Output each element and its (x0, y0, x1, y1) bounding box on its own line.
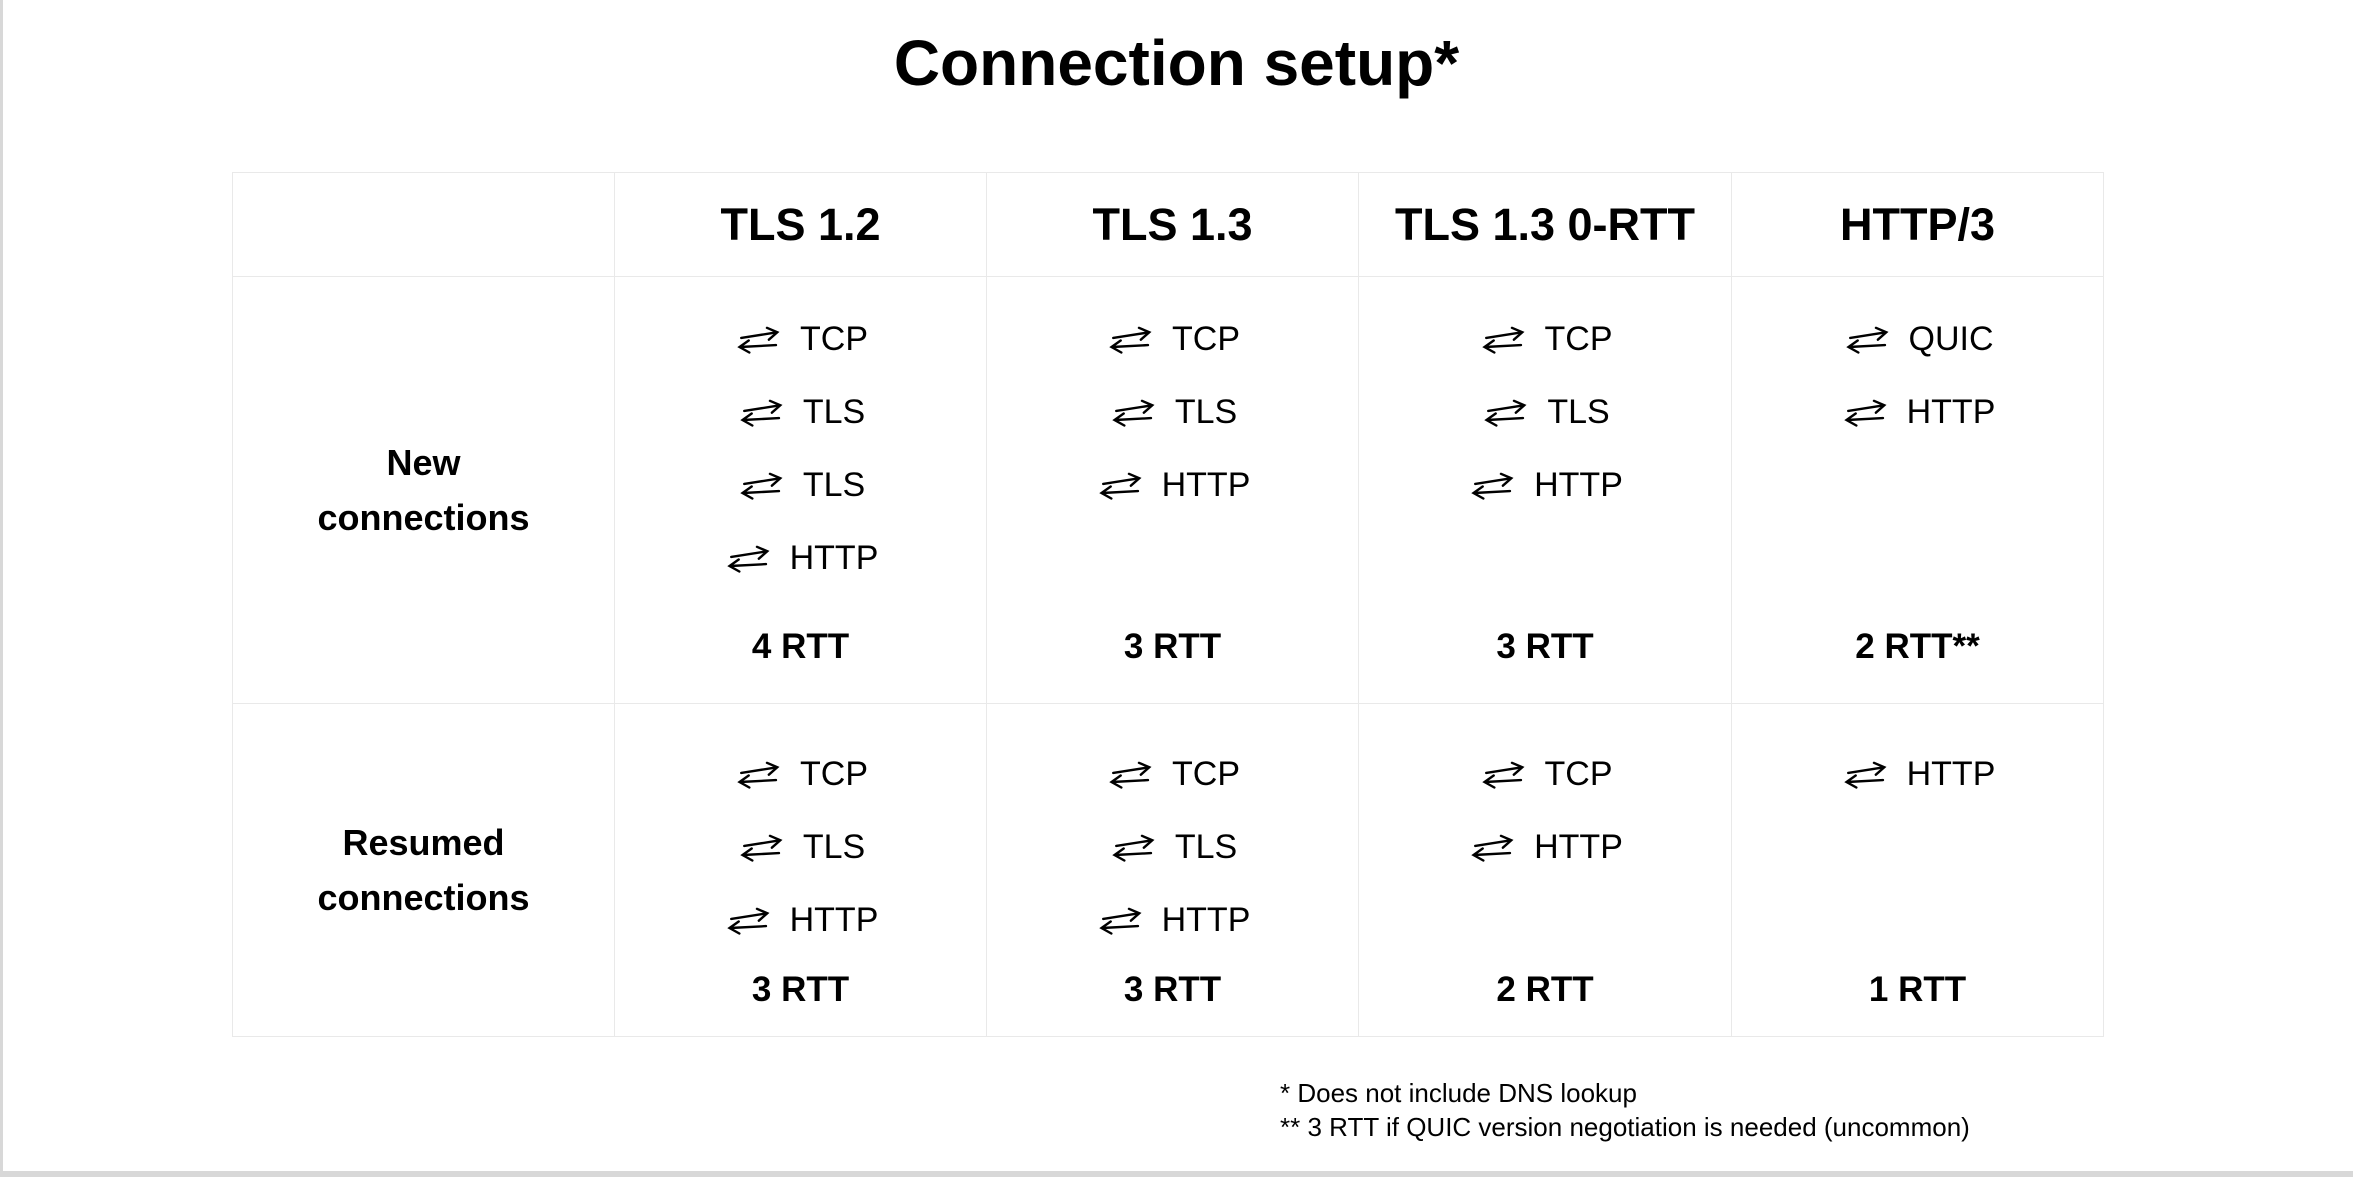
protocol-label: HTTP (1906, 755, 1996, 793)
footnote-dns: * Does not include DNS lookup (1280, 1078, 1637, 1108)
footnotes: * Does not include DNS lookup ** 3 RTT i… (1280, 1076, 1970, 1144)
handshake-step: TLS (1480, 376, 1610, 449)
protocol-label: HTTP (789, 539, 879, 577)
handshake-step: QUIC (1842, 303, 1994, 376)
protocol-label: TCP (1544, 755, 1613, 793)
rtt-total: 3 RTT (1496, 627, 1594, 666)
handshake-step: TLS (736, 449, 865, 522)
column-header-tls13: TLS 1.3 (987, 173, 1359, 277)
left-edge-border (0, 0, 3, 1177)
protocol-label: TLS (1174, 828, 1238, 866)
column-header-http3: HTTP/3 (1732, 173, 2104, 277)
protocol-label: TLS (802, 828, 866, 866)
round-trip-arrows-icon (1842, 326, 1894, 354)
protocol-label: TLS (1174, 393, 1238, 431)
page-title: Connection setup* (893, 27, 1460, 99)
protocol-label: HTTP (1161, 466, 1251, 504)
row-label-text: New connections (317, 442, 530, 538)
round-trip-arrows-icon (1480, 399, 1532, 427)
protocol-label: HTTP (789, 901, 879, 939)
cell-new-http3: QUIC HTTP 2 RTT** (1732, 277, 2104, 704)
handshake-step: HTTP (723, 522, 879, 595)
round-trip-arrows-icon (723, 907, 775, 935)
comparison-table: TLS 1.2 TLS 1.3 TLS 1.3 0-RTT HTTP/3 New… (232, 172, 2104, 1037)
handshake-step: TLS (1108, 811, 1237, 884)
round-trip-arrows-icon (1108, 834, 1160, 862)
handshake-step: HTTP (1467, 811, 1623, 884)
protocol-label: TLS (802, 393, 866, 431)
protocol-label: TCP (800, 320, 868, 358)
round-trip-arrows-icon (723, 545, 775, 573)
rtt-total: 2 RTT** (1855, 627, 1980, 666)
cell-new-tls13: TCP TLS HTTP 3 RTT (987, 277, 1359, 704)
round-trip-arrows-icon (1467, 834, 1519, 862)
handshake-step: HTTP (1095, 884, 1251, 957)
cell-new-tls12: TCP TLS TLS HTTP 4 RTT (615, 277, 987, 704)
protocol-label: TCP (1172, 755, 1240, 793)
handshake-step: TLS (1108, 376, 1237, 449)
handshake-step: TCP (1105, 738, 1240, 811)
row-label-new-connections: New connections (233, 277, 615, 704)
handshake-step: TCP (733, 303, 868, 376)
rtt-total: 3 RTT (1123, 970, 1222, 1009)
round-trip-arrows-icon (1467, 472, 1519, 500)
protocol-label: QUIC (1908, 320, 1994, 358)
column-header-tls13-0rtt: TLS 1.3 0-RTT (1359, 173, 1732, 277)
protocol-label: HTTP (1534, 466, 1623, 504)
round-trip-arrows-icon (1840, 399, 1892, 427)
handshake-step: HTTP (723, 884, 879, 957)
round-trip-arrows-icon (1478, 326, 1530, 354)
cell-resumed-tls13: TCP TLS HTTP 3 RTT (987, 704, 1359, 1037)
row-label-text: Resumed connections (317, 822, 530, 918)
protocol-label: HTTP (1161, 901, 1251, 939)
handshake-step: HTTP (1467, 449, 1623, 522)
round-trip-arrows-icon (1478, 761, 1530, 789)
protocol-label: TCP (800, 755, 868, 793)
rtt-total: 3 RTT (751, 970, 850, 1009)
round-trip-arrows-icon (1105, 326, 1157, 354)
round-trip-arrows-icon (1840, 761, 1892, 789)
round-trip-arrows-icon (733, 326, 785, 354)
protocol-label: HTTP (1906, 393, 1996, 431)
handshake-step: HTTP (1840, 376, 1996, 449)
handshake-step: TCP (1105, 303, 1240, 376)
column-header-empty (233, 173, 615, 277)
round-trip-arrows-icon (736, 399, 788, 427)
handshake-step: TCP (733, 738, 868, 811)
rtt-total: 1 RTT (1868, 970, 1967, 1009)
handshake-step: TLS (736, 376, 865, 449)
protocol-label: TCP (1172, 320, 1240, 358)
round-trip-arrows-icon (736, 472, 788, 500)
protocol-label: TLS (1547, 393, 1610, 431)
handshake-step: TLS (736, 811, 865, 884)
row-label-resumed-connections: Resumed connections (233, 704, 615, 1037)
rtt-total: 2 RTT (1496, 970, 1594, 1009)
round-trip-arrows-icon (1095, 907, 1147, 935)
round-trip-arrows-icon (736, 834, 788, 862)
handshake-step: TCP (1478, 738, 1613, 811)
cell-resumed-http3: HTTP 1 RTT (1732, 704, 2104, 1037)
column-header-tls12: TLS 1.2 (615, 173, 987, 277)
handshake-step: HTTP (1095, 449, 1251, 522)
bottom-edge-border (0, 1171, 2353, 1177)
protocol-label: TLS (802, 466, 866, 504)
footnote-quic-negotiation: ** 3 RTT if QUIC version negotiation is … (1280, 1112, 1970, 1142)
round-trip-arrows-icon (1095, 472, 1147, 500)
rtt-total: 4 RTT (751, 627, 850, 666)
protocol-label: HTTP (1534, 828, 1623, 866)
cell-new-tls13-0rtt: TCP TLS HTTP 3 RTT (1359, 277, 1732, 704)
handshake-step: HTTP (1840, 738, 1996, 811)
round-trip-arrows-icon (1105, 761, 1157, 789)
round-trip-arrows-icon (1108, 399, 1160, 427)
cell-resumed-tls13-0rtt: TCP HTTP 2 RTT (1359, 704, 1732, 1037)
rtt-total: 3 RTT (1123, 627, 1222, 666)
cell-resumed-tls12: TCP TLS HTTP 3 RTT (615, 704, 987, 1037)
round-trip-arrows-icon (733, 761, 785, 789)
handshake-step: TCP (1478, 303, 1613, 376)
protocol-label: TCP (1544, 320, 1613, 358)
